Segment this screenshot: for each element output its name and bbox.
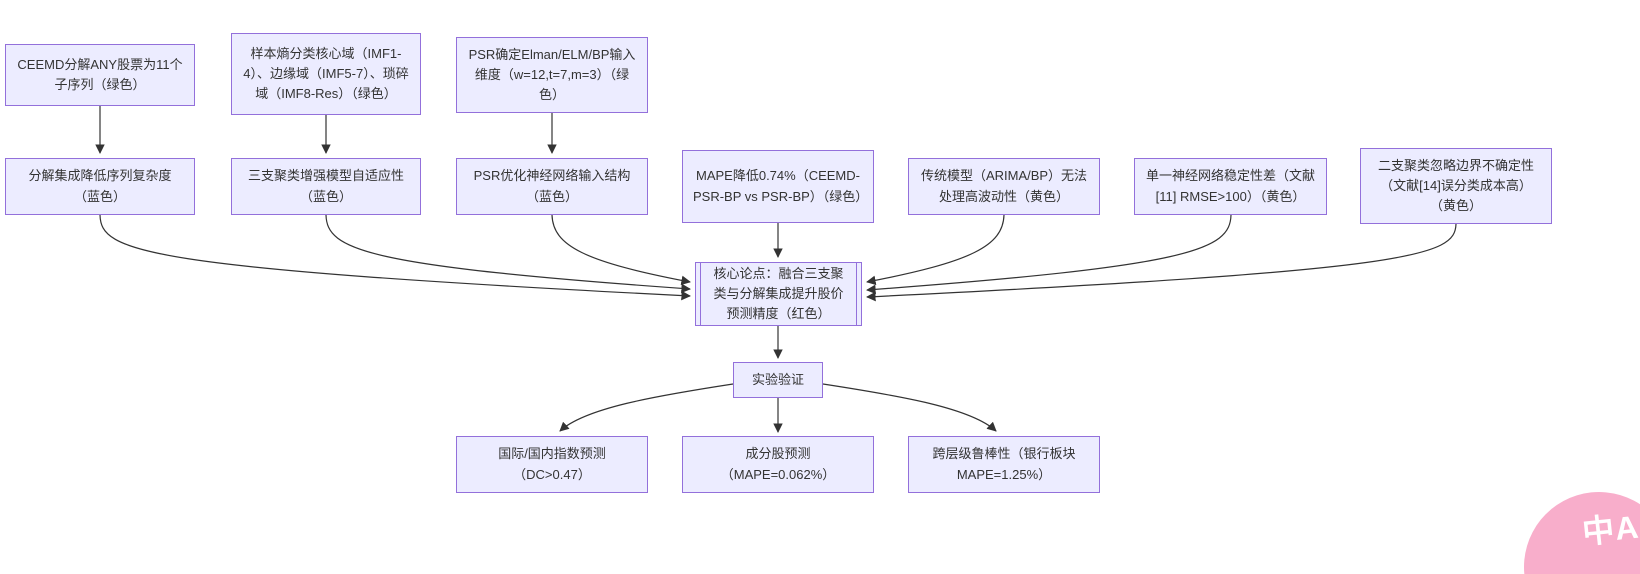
- edge-clustering-to-core: [325, 214, 691, 294]
- node-single-nn-instability: 单一神经网络稳定性差（文献[11] RMSE>100）（黄色）: [1134, 158, 1327, 215]
- node-ceemd-decomposition: CEEMD分解ANY股票为11个子序列（绿色）: [5, 44, 195, 106]
- node-sample-entropy-classification: 样本熵分类核心域（IMF1-4）、边缘域（IMF5-7）、琐碎域（IMF8-Re…: [231, 33, 421, 115]
- node-experimental-validation: 实验验证: [733, 362, 823, 398]
- edge-experiment-to-robustness: [822, 383, 997, 432]
- node-core-thesis: 核心论点：融合三支聚类与分解集成提升股价预测精度（红色）: [695, 262, 862, 326]
- edge-complexity-to-core: [99, 214, 691, 301]
- edge-psropt-to-core: [551, 214, 691, 286]
- node-traditional-model-limitation: 传统模型（ARIMA/BP）无法处理高波动性（黄色）: [908, 158, 1100, 215]
- node-three-way-clustering-adaptivity: 三支聚类增强模型自适应性（蓝色）: [231, 158, 421, 215]
- edge-experiment-to-index: [559, 383, 734, 432]
- node-psr-input-dimension: PSR确定Elman/ELM/BP输入维度（w=12,t=7,m=3）（绿色）: [456, 37, 648, 113]
- node-cross-level-robustness: 跨层级鲁棒性（银行板块MAPE=1.25%）: [908, 436, 1100, 493]
- edge-singlenn-to-core: [866, 214, 1232, 295]
- watermark-badge[interactable]: 中A: [1516, 484, 1640, 574]
- edge-traditional-to-core: [866, 214, 1005, 286]
- node-mape-reduction: MAPE降低0.74%（CEEMD-PSR-BP vs PSR-BP）（绿色）: [682, 150, 874, 223]
- node-constituent-stock-prediction: 成分股预测（MAPE=0.062%）: [682, 436, 874, 493]
- node-decomposition-reduces-complexity: 分解集成降低序列复杂度（蓝色）: [5, 158, 195, 215]
- node-index-prediction: 国际/国内指数预测（DC>0.47）: [456, 436, 648, 493]
- edge-twoway-to-core: [866, 223, 1457, 302]
- node-psr-optimizes-input-structure: PSR优化神经网络输入结构（蓝色）: [456, 158, 648, 215]
- node-two-way-clustering-limitation: 二支聚类忽略边界不确定性（文献[14]误分类成本高）（黄色）: [1360, 148, 1552, 224]
